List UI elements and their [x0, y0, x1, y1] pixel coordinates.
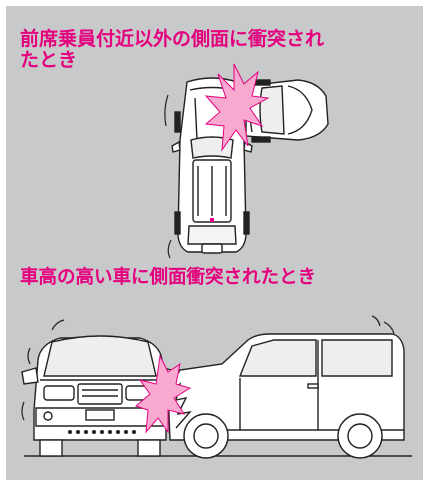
impact-flash-icon	[135, 354, 192, 434]
top-view-collision	[164, 63, 329, 259]
side-view-collision	[21, 315, 412, 459]
striking-car-top-view	[242, 79, 329, 143]
caption-side-collision-line1: 前席乗員付近以外の側面に衝突され	[20, 28, 325, 50]
caption-side-collision: 前席乗員付近以外の側面に衝突され たとき	[20, 29, 324, 71]
caption-high-vehicle-collision: 車高の高い車に側面衝突されたとき	[20, 267, 317, 288]
impact-flash-icon	[204, 63, 270, 152]
caption-side-collision-line2: たとき	[20, 49, 78, 71]
striking-car-side-view	[167, 315, 405, 459]
